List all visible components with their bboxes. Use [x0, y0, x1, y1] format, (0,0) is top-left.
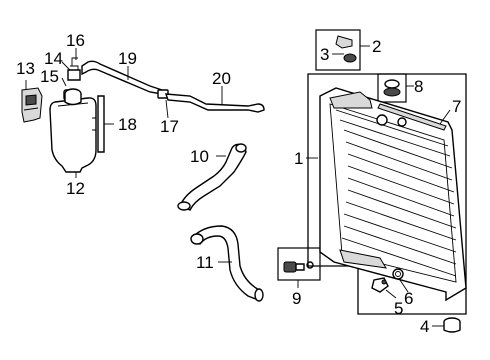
drain-plug — [371, 277, 389, 293]
overflow-tube — [71, 57, 163, 95]
callout-9: 9 — [292, 289, 301, 308]
lower-cushion — [443, 317, 461, 333]
callout-18: 18 — [118, 115, 137, 134]
callout-15: 15 — [40, 67, 59, 86]
callout-14: 14 — [44, 49, 63, 68]
leader-lines — [25, 45, 451, 327]
callout-7: 7 — [452, 97, 461, 116]
upper-hose — [177, 143, 247, 211]
callout-3: 3 — [320, 45, 329, 64]
callout-labels: 1 2 3 4 5 6 7 8 9 10 11 12 13 14 15 16 1… — [16, 31, 461, 336]
callout-2: 2 — [372, 37, 381, 56]
radiator-tube — [165, 93, 265, 113]
hose-clip — [67, 65, 81, 81]
callout-4: 4 — [420, 317, 429, 336]
callout-20: 20 — [212, 69, 231, 88]
seal-strip — [97, 95, 105, 153]
callout-13: 13 — [16, 59, 35, 78]
mount-bracket-box — [315, 29, 361, 71]
radiator — [319, 87, 467, 302]
callout-5: 5 — [394, 299, 403, 318]
lower-hose — [190, 225, 264, 302]
reservoir-bracket — [21, 87, 43, 123]
callout-16: 16 — [66, 31, 85, 50]
drain-o-ring — [392, 268, 404, 280]
callout-19: 19 — [118, 49, 137, 68]
callout-6: 6 — [404, 289, 413, 308]
callout-12: 12 — [66, 179, 85, 198]
mount-cushion-box — [377, 73, 407, 103]
radiator-assembly-frame — [307, 73, 467, 315]
reservoir-cap — [64, 88, 82, 106]
callout-10: 10 — [190, 147, 209, 166]
radiator-seal — [377, 103, 447, 131]
callout-17: 17 — [160, 117, 179, 136]
drain-valve — [277, 247, 321, 281]
callout-8: 8 — [414, 77, 423, 96]
callout-11: 11 — [196, 253, 214, 272]
callout-1: 1 — [294, 149, 303, 168]
